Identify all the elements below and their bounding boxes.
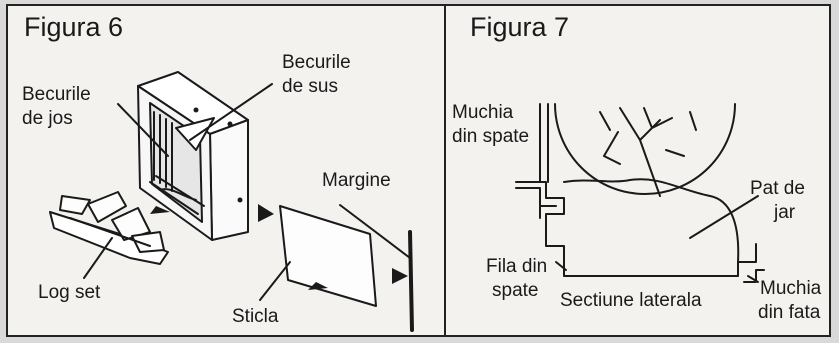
arrow-glass-in — [258, 204, 274, 222]
figure-7-title: Figura 7 — [470, 12, 570, 42]
label-log-set: Log set — [38, 282, 101, 303]
glass-pane-illustration — [279, 205, 377, 307]
label-top-bulbs-line1: Becurile — [282, 52, 351, 73]
label-top-bulbs-line2: de sus — [282, 76, 338, 97]
log-set-illustration — [49, 191, 169, 265]
figure-6-title: Figura 6 — [24, 12, 124, 42]
arrow-logset — [150, 206, 170, 214]
label-front-edge-line1: Muchia — [760, 278, 822, 299]
fireplace-insert-illustration — [137, 71, 249, 241]
arrow-edge — [392, 268, 408, 284]
label-ember-bed-line2: jar — [774, 202, 796, 223]
arrow-glass-out — [308, 282, 328, 290]
label-edge: Margine — [322, 170, 391, 191]
label-side-section: Sectiune laterala — [560, 290, 702, 311]
label-front-edge-line2: din fata — [758, 302, 821, 323]
label-bottom-bulbs-line1: Becurile — [22, 84, 91, 105]
side-section-illustration — [515, 103, 765, 283]
edge-strip-illustration — [408, 230, 414, 332]
label-back-row-line2: spate — [492, 280, 539, 301]
label-back-edge-line2: din spate — [452, 126, 530, 147]
label-bottom-bulbs-line2: de jos — [22, 108, 73, 129]
label-ember-bed-line1: Pat de — [750, 178, 805, 199]
label-glass: Sticla — [232, 306, 279, 327]
panel-divider — [444, 6, 446, 335]
label-back-edge-line1: Muchia — [452, 102, 514, 123]
label-back-row-line1: Fila din — [486, 256, 548, 277]
